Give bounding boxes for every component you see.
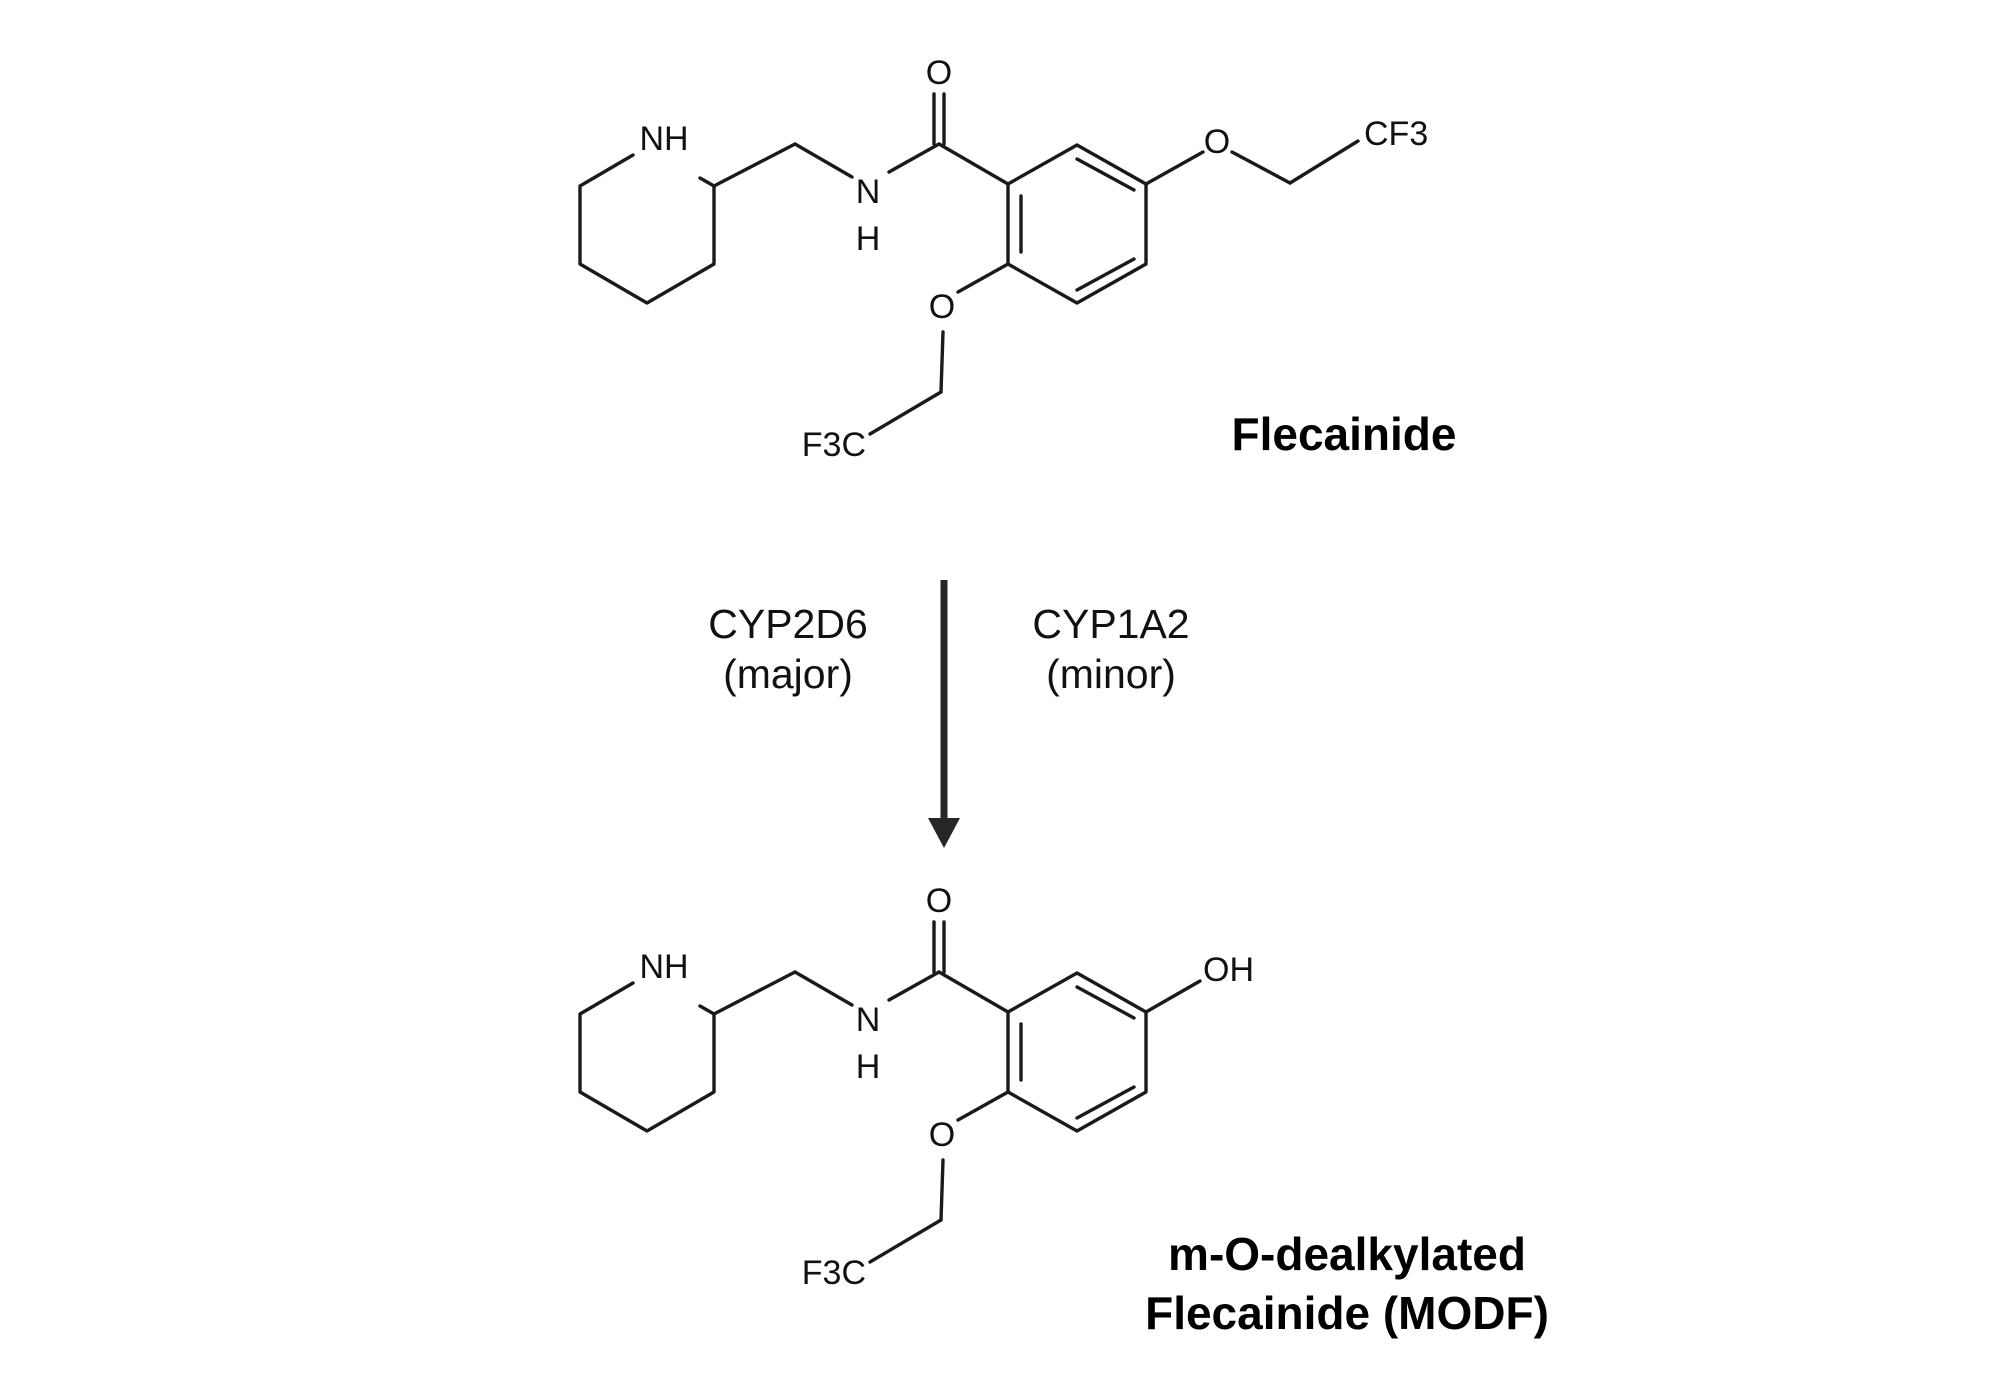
carbonyl-ring-bond [937, 970, 1010, 1014]
ch2-amide-n-bond [793, 142, 854, 179]
meta-ch2-bond [1230, 150, 1292, 185]
benzene-inner-bond-1 [1075, 157, 1136, 192]
amide-h-label: H [856, 220, 881, 258]
carbonyl-oxygen-label: O [926, 882, 952, 920]
enzyme-major-note: (major) [723, 651, 853, 697]
piperidine-nh-label: NH [639, 948, 688, 986]
benzene-inner-bond-2 [1075, 257, 1136, 292]
ortho-ether-oxygen-label: O [929, 288, 955, 326]
ortho-ether-oxygen-label: O [929, 1116, 955, 1154]
piperidine-nh-label: NH [639, 120, 688, 158]
ch2-amide-n-bond [793, 970, 854, 1007]
piperidine-ring [578, 153, 716, 305]
flecainide-structure: O NH N H O CF3 O F3C [578, 54, 1428, 464]
ortho-ether-bond [956, 1090, 1010, 1122]
enzyme-minor-note: (minor) [1046, 651, 1176, 697]
product-name-line1: m-O-dealkylated [1168, 1228, 1526, 1280]
ortho-cf3-label: F3C [802, 426, 866, 464]
meta-ether-bond [1144, 150, 1205, 186]
ortho-ch2-bond [939, 1158, 945, 1222]
reaction-arrow [928, 580, 960, 848]
carbonyl-ring-bond [937, 142, 1010, 186]
modf-structure: O NH N H OH O F3C [578, 882, 1254, 1292]
meta-cf3-bond [1288, 139, 1360, 185]
enzyme-major-name: CYP2D6 [708, 601, 868, 647]
hydroxyl-bond [1144, 979, 1202, 1014]
meta-cf3-label: CF3 [1364, 115, 1428, 153]
ch2-linker-bond [712, 142, 797, 188]
piperidine-ring [578, 981, 716, 1133]
ortho-ch2-bond [939, 330, 945, 394]
benzene-ring [1006, 143, 1148, 305]
product-name-line2: Flecainide (MODF) [1145, 1287, 1549, 1339]
ortho-cf3-bond [868, 1218, 943, 1264]
amide-n-carbonyl-bond [887, 142, 941, 174]
amide-n-label: N [856, 173, 881, 211]
amide-n-carbonyl-bond [887, 970, 941, 1002]
ortho-ether-bond [956, 262, 1010, 294]
benzene-inner-bond-2 [1075, 1085, 1136, 1120]
benzene-ring [1006, 971, 1148, 1133]
meta-ether-oxygen-label: O [1204, 123, 1230, 161]
arrow-head [928, 818, 960, 848]
ortho-cf3-label: F3C [802, 1254, 866, 1292]
enzyme-minor-name: CYP1A2 [1032, 601, 1189, 647]
ortho-cf3-bond [868, 390, 943, 436]
amide-n-label: N [856, 1001, 881, 1039]
reactant-name: Flecainide [1232, 408, 1457, 460]
hydroxyl-label: OH [1203, 951, 1254, 989]
amide-h-label: H [856, 1048, 881, 1086]
carbonyl-oxygen-label: O [926, 54, 952, 92]
benzene-inner-bond-1 [1075, 985, 1136, 1020]
ch2-linker-bond [712, 970, 797, 1016]
